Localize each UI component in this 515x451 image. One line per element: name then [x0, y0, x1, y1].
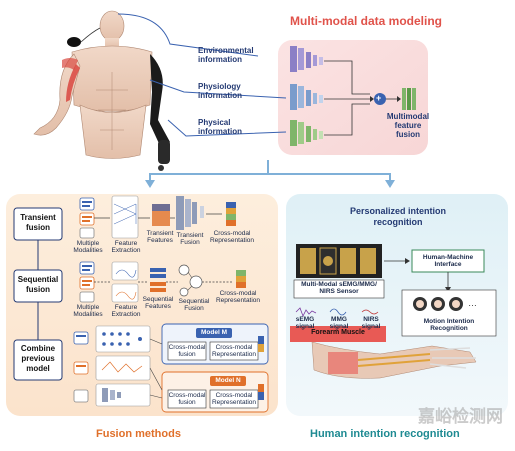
transient-step-extraction: Feature Extraction [111, 240, 141, 254]
transient-step-representation: Cross-modal Representation [209, 230, 255, 244]
output-features [402, 88, 416, 110]
connector-env [117, 13, 259, 57]
split-bracket [149, 173, 391, 180]
model-m-rep: Cross-modal Representation [211, 344, 257, 358]
transient-step-modalities: Multiple Modalities [73, 240, 103, 254]
row-sequential-name: Sequential fusion [17, 275, 59, 294]
input-environmental: Environmental information [198, 46, 254, 64]
model-n-label: Model N [215, 377, 241, 384]
transient-row-graphics [79, 195, 236, 239]
transient-step-fusion: Transient Fusion [176, 232, 204, 246]
connector-phys [149, 79, 287, 99]
modeling-title: Multi-modal data modeling [290, 14, 442, 28]
model-m-label: Model M [201, 329, 227, 336]
hmi-label: Human-Machine Interface [422, 254, 474, 268]
modeling-panel [278, 40, 428, 155]
cnn-stack-physiology [290, 84, 323, 110]
fusion-operator: + [376, 93, 382, 103]
model-m-fusion: Cross-modal fusion [168, 344, 206, 358]
watermark: 嘉峪检测网 [418, 407, 503, 427]
sequential-step-extraction: Feature Extraction [111, 304, 141, 318]
signal-semg: sEMG signal [295, 316, 315, 330]
cnn-stack-physical [290, 120, 323, 146]
sequential-row-graphics [79, 261, 246, 303]
forearm-muscle-label: Forearm Muscle [311, 329, 365, 336]
sensor-label: Multi-Modal sEMG/MMG/ NIRS Sensor [301, 281, 377, 295]
intention-subtitle: Personalized intention recognition [349, 206, 446, 227]
cnn-stack-environmental [290, 46, 323, 72]
fusion-panel-title: Fusion methods [96, 428, 181, 440]
sequential-step-modalities: Multiple Modalities [73, 304, 103, 318]
signal-waves [295, 307, 379, 317]
connector-physical [167, 119, 287, 137]
sensor-array [296, 244, 382, 278]
human-figure [33, 10, 170, 171]
signal-nirs: NIRS signal [361, 316, 381, 330]
combine-row-graphics [73, 323, 269, 413]
sensor-label-box [293, 279, 385, 299]
sequential-step-features: Sequential Features [142, 296, 174, 310]
recognition-label: Motion Intention Recognition [423, 318, 475, 332]
input-physiology: Physiology information [198, 82, 242, 100]
fusion-operator-circle [374, 93, 386, 105]
forearm-muscle-box [290, 326, 386, 342]
hand-gestures: … [413, 297, 477, 311]
signal-mmg: MMG signal [329, 316, 349, 330]
model-n-rep: Cross-modal Representation [211, 392, 257, 406]
svg-text:…: … [468, 298, 477, 308]
transient-step-features: Transient Features [146, 230, 174, 244]
sequential-step-representation: Cross-modal Representation [215, 290, 261, 304]
row-combine-name: Combine previous model [20, 344, 56, 373]
row-transient-name: Transient fusion [20, 213, 56, 232]
sequential-step-fusion: Sequential Fusion [178, 298, 210, 312]
model-n-fusion: Cross-modal fusion [168, 392, 206, 406]
intention-panel-title: Human intention recognition [310, 428, 460, 440]
output-label: Multimodal feature fusion [386, 112, 430, 139]
input-physical: Physical information [198, 118, 242, 136]
